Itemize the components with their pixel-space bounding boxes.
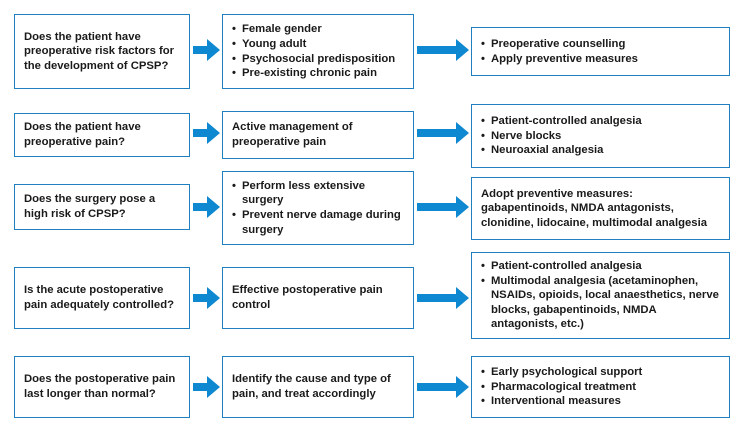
bullet-item: Patient-controlled analgesia [481, 259, 720, 274]
action-box-3: Perform less extensive surgeryPrevent ne… [222, 171, 414, 245]
bullet-list: Patient-controlled analgesiaMultimodal a… [481, 259, 720, 332]
bullet-item: Prevent nerve damage during surgery [232, 208, 404, 237]
box-text: Adopt preventive measures: gabapentinoid… [481, 187, 707, 229]
arrow-right-icon-5a [193, 376, 220, 398]
action-box-1: Female genderYoung adultPsychosocial pre… [222, 14, 414, 89]
box-text: Is the acute postoperative pain adequate… [24, 284, 175, 311]
question-box-3: Does the surgery pose a high risk of CPS… [14, 184, 190, 230]
bullet-item: Pre-existing chronic pain [232, 66, 404, 81]
bullet-item: Patient-controlled analgesia [481, 114, 720, 129]
bullet-item: Pharmacological treatment [481, 380, 720, 395]
arrow-right-icon-1a [193, 39, 220, 61]
action-box-4: Effective postoperative pain control [222, 267, 414, 329]
bullet-item: Neuroaxial analgesia [481, 143, 720, 158]
box-text: Identify the cause and type of pain, and… [232, 373, 391, 400]
measures-box-4: Patient-controlled analgesiaMultimodal a… [471, 252, 730, 339]
box-text: Active management of preoperative pain [232, 121, 353, 148]
action-box-2: Active management of preoperative pain [222, 111, 414, 159]
question-box-4: Is the acute postoperative pain adequate… [14, 267, 190, 329]
bullet-item: Female gender [232, 22, 404, 37]
arrow-right-icon-1b [417, 39, 469, 61]
bullet-item: Multimodal analgesia (acetaminophen, NSA… [481, 274, 720, 332]
bullet-item: Perform less extensive surgery [232, 179, 404, 208]
bullet-item: Early psychological support [481, 365, 720, 380]
arrow-right-icon-5b [417, 376, 469, 398]
arrow-right-icon-3a [193, 196, 220, 218]
measures-box-2: Patient-controlled analgesiaNerve blocks… [471, 104, 730, 168]
question-box-1: Does the patient have preoperative risk … [14, 14, 190, 89]
measures-box-3: Adopt preventive measures: gabapentinoid… [471, 177, 730, 240]
arrow-right-icon-4a [193, 287, 220, 309]
action-box-5: Identify the cause and type of pain, and… [222, 356, 414, 418]
question-box-5: Does the postoperative pain last longer … [14, 356, 190, 418]
box-text: Does the postoperative pain last longer … [24, 373, 176, 400]
bullet-item: Psychosocial predisposition [232, 52, 404, 67]
arrow-right-icon-2a [193, 122, 220, 144]
arrow-right-icon-3b [417, 196, 469, 218]
question-box-2: Does the patient have preoperative pain? [14, 113, 190, 157]
box-text: Does the patient have preoperative risk … [24, 30, 175, 72]
box-text: Effective postoperative pain control [232, 284, 383, 311]
bullet-list: Preoperative counsellingApply preventive… [481, 37, 720, 66]
bullet-item: Preoperative counselling [481, 37, 720, 52]
bullet-item: Young adult [232, 37, 404, 52]
bullet-item: Apply preventive measures [481, 52, 720, 67]
bullet-item: Interventional measures [481, 394, 720, 409]
bullet-item: Nerve blocks [481, 129, 720, 144]
arrow-right-icon-4b [417, 287, 469, 309]
measures-box-1: Preoperative counsellingApply preventive… [471, 27, 730, 76]
arrow-right-icon-2b [417, 122, 469, 144]
bullet-list: Patient-controlled analgesiaNerve blocks… [481, 114, 720, 158]
box-text: Does the patient have preoperative pain? [24, 121, 141, 148]
bullet-list: Female genderYoung adultPsychosocial pre… [232, 22, 404, 80]
bullet-list: Early psychological supportPharmacologic… [481, 365, 720, 409]
bullet-list: Perform less extensive surgeryPrevent ne… [232, 179, 404, 237]
box-text: Does the surgery pose a high risk of CPS… [24, 193, 156, 220]
measures-box-5: Early psychological supportPharmacologic… [471, 356, 730, 418]
